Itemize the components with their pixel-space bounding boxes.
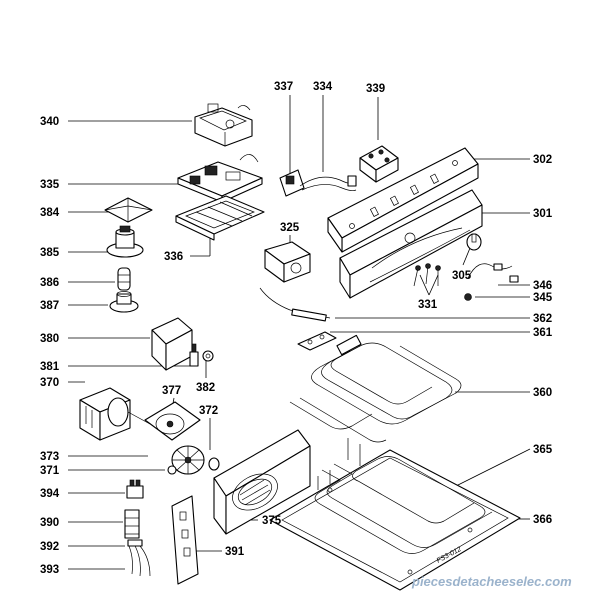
part-385-lamp-holder bbox=[106, 225, 144, 258]
label-373: 373 bbox=[40, 451, 59, 463]
part-392-393-wiring bbox=[127, 539, 151, 577]
part-391-hinge-rail bbox=[171, 495, 199, 585]
label-302: 302 bbox=[533, 154, 552, 166]
part-394-connector bbox=[126, 479, 144, 499]
part-334-wire-harness bbox=[299, 175, 357, 192]
part-301-fascia-panel bbox=[339, 189, 483, 299]
part-381-clip bbox=[189, 343, 199, 367]
label-365: 365 bbox=[533, 444, 553, 456]
part-302-control-panel bbox=[327, 147, 479, 253]
part-362-thermostat-probe bbox=[259, 287, 331, 322]
part-339-selector-switch bbox=[359, 145, 399, 183]
label-336: 336 bbox=[164, 251, 183, 263]
part-384-lamp-cover bbox=[104, 197, 153, 223]
label-362: 362 bbox=[533, 313, 552, 325]
part-305-knob bbox=[466, 233, 482, 251]
part-382-grommet bbox=[202, 350, 214, 362]
label-345: 345 bbox=[533, 292, 553, 304]
label-346: 346 bbox=[533, 280, 552, 292]
label-366: 366 bbox=[533, 514, 552, 526]
label-390: 390 bbox=[40, 517, 59, 529]
label-337: 337 bbox=[274, 81, 293, 93]
label-334: 334 bbox=[313, 81, 333, 93]
part-377-fan-plate bbox=[144, 401, 201, 441]
label-377: 377 bbox=[162, 385, 181, 397]
label-361: 361 bbox=[533, 327, 553, 339]
part-346-wire-sensor bbox=[467, 263, 519, 283]
label-392: 392 bbox=[40, 541, 59, 553]
label-385: 385 bbox=[40, 247, 60, 259]
part-361-terminal-bracket bbox=[297, 331, 337, 351]
part-345-screw bbox=[464, 293, 472, 301]
part-360-grill-element bbox=[289, 334, 462, 466]
watermark: piecesdetacheeselec.com bbox=[411, 574, 572, 589]
part-365-bottom-element bbox=[314, 456, 493, 554]
label-375: 375 bbox=[262, 515, 282, 527]
part-387-lamp-base bbox=[109, 291, 139, 313]
label-360: 360 bbox=[533, 387, 552, 399]
part-337-switch bbox=[279, 169, 305, 197]
label-380: 380 bbox=[40, 333, 59, 345]
label-371: 371 bbox=[40, 465, 60, 477]
label-339: 339 bbox=[366, 83, 385, 95]
label-301: 301 bbox=[533, 208, 553, 220]
part-375-door-panel bbox=[213, 429, 311, 535]
label-305: 305 bbox=[452, 270, 472, 282]
part-373-fan-blade bbox=[171, 445, 205, 475]
label-325: 325 bbox=[280, 222, 300, 234]
label-384: 384 bbox=[40, 207, 60, 219]
label-335: 335 bbox=[40, 179, 60, 191]
part-340-timer-module bbox=[194, 103, 253, 147]
part-325-relay-box bbox=[264, 241, 311, 283]
label-340: 340 bbox=[40, 116, 59, 128]
part-371-washer bbox=[167, 465, 177, 475]
label-382: 382 bbox=[196, 382, 215, 394]
part-386-lamp-bulb bbox=[117, 267, 131, 291]
part-335-circuit-board bbox=[177, 154, 263, 203]
part-336-frame-tray bbox=[175, 195, 265, 241]
label-391: 391 bbox=[225, 546, 245, 558]
label-370: 370 bbox=[40, 377, 59, 389]
part-331-indicator-lamps bbox=[413, 263, 441, 287]
label-386: 386 bbox=[40, 277, 59, 289]
label-387: 387 bbox=[40, 300, 59, 312]
part-380-bracket bbox=[151, 317, 193, 371]
label-331: 331 bbox=[418, 299, 438, 311]
label-381: 381 bbox=[40, 361, 60, 373]
part-labels: 337 334 339 340 302 335 301 384 325 336 … bbox=[40, 81, 553, 576]
label-393: 393 bbox=[40, 564, 59, 576]
part-372-nut bbox=[208, 457, 220, 471]
label-394: 394 bbox=[40, 488, 60, 500]
part-390-terminal-strip bbox=[124, 509, 140, 539]
label-372: 372 bbox=[199, 405, 218, 417]
part-370-fan-motor bbox=[79, 387, 151, 441]
